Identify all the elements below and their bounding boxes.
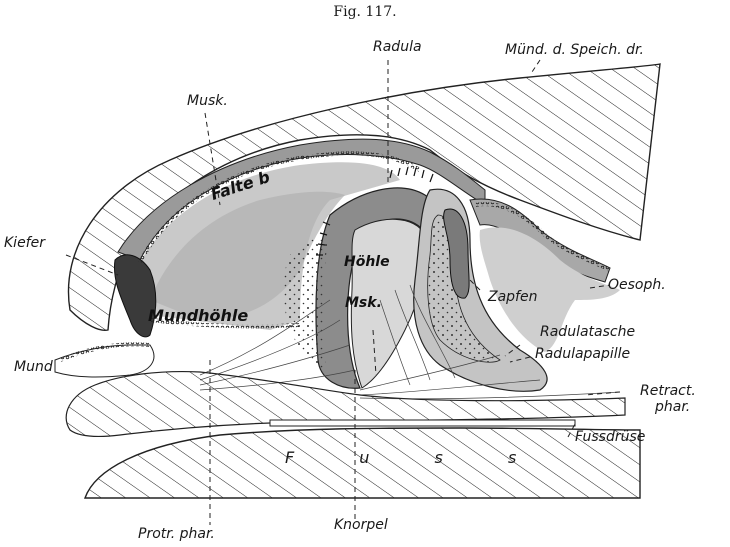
label-mundhoehle: Mundhöhle bbox=[148, 308, 248, 324]
label-protr-phar: Protr. phar. bbox=[138, 527, 215, 541]
label-msk: Msk. bbox=[345, 296, 382, 310]
label-muend-speich: Münd. d. Speich. dr. bbox=[505, 43, 644, 57]
label-hoehle: Höhle bbox=[344, 255, 390, 269]
label-fussdruese: Fussdrüse bbox=[575, 430, 645, 444]
label-fuss: F u s s bbox=[285, 450, 546, 466]
label-phar: phar. bbox=[655, 400, 690, 414]
label-musk: Musk. bbox=[187, 94, 228, 108]
dotted-tissue-left bbox=[283, 238, 328, 370]
label-retract: Retract. bbox=[640, 384, 696, 398]
label-kiefer: Kiefer bbox=[4, 236, 45, 250]
label-oesoph: Oesoph. bbox=[608, 278, 666, 292]
label-knorpel: Knorpel bbox=[334, 518, 388, 532]
label-radula: Radula bbox=[373, 40, 422, 54]
label-zapfen: Zapfen bbox=[488, 290, 537, 304]
pedal-gland-duct bbox=[270, 420, 575, 426]
label-mund: Mund bbox=[14, 360, 53, 374]
label-radulapapille: Radulapapille bbox=[535, 347, 630, 361]
mouth-lip bbox=[55, 345, 154, 377]
label-radulatasche: Radulatasche bbox=[540, 325, 635, 339]
